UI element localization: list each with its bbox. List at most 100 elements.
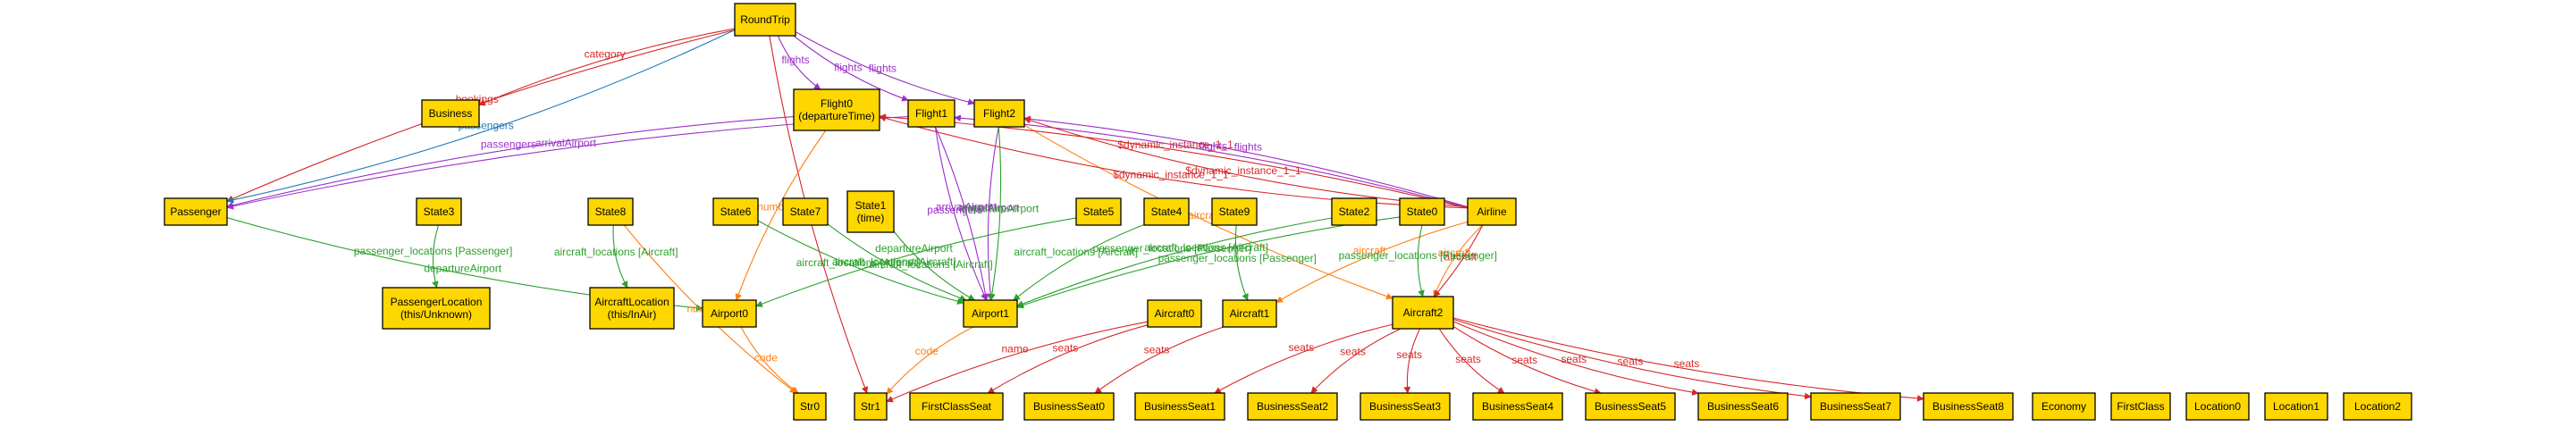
- node-label: State4: [1151, 205, 1183, 218]
- node-label: Airport0: [711, 307, 748, 320]
- node-aircraft2[interactable]: Aircraft2: [1392, 296, 1454, 330]
- node-passengerlocation[interactable]: PassengerLocation(this/Unknown): [382, 287, 491, 330]
- edge-roundtrip-to-flight2: [795, 31, 975, 105]
- node-location0[interactable]: Location0: [2185, 392, 2250, 421]
- node-box: [2264, 392, 2328, 421]
- node-box: [1392, 296, 1454, 330]
- node-str0[interactable]: Str0: [793, 392, 827, 421]
- node-roundtrip[interactable]: RoundTrip: [734, 3, 796, 37]
- node-location1[interactable]: Location1: [2264, 392, 2328, 421]
- node-state6[interactable]: State6: [712, 197, 759, 226]
- node-label: Airline: [1477, 205, 1507, 218]
- node-label: BusinessSeat5: [1595, 400, 1666, 413]
- node-label: State2: [1339, 205, 1370, 218]
- edge-aircraft1-to-businessseat0: [1094, 326, 1225, 394]
- edge-roundtrip-to-passenger: [226, 29, 736, 202]
- node-label: Str0: [800, 400, 820, 413]
- node-label: (departureTime): [798, 110, 875, 122]
- node-label: FirstClassSeat: [922, 400, 992, 413]
- node-state8[interactable]: State8: [587, 197, 634, 226]
- edge-flight1-to-airport1: [934, 126, 989, 301]
- edge-label-flights: flights: [834, 62, 862, 74]
- node-flight2[interactable]: Flight2: [973, 99, 1025, 128]
- node-str1[interactable]: Str1: [854, 392, 888, 421]
- node-box: [1075, 197, 1122, 226]
- node-box: [712, 197, 759, 226]
- node-label: Location2: [2354, 400, 2401, 413]
- node-flight0[interactable]: Flight0(departureTime): [793, 88, 880, 131]
- node-state5[interactable]: State5: [1075, 197, 1122, 226]
- node-airport0[interactable]: Airport0: [702, 299, 757, 328]
- node-label: AircraftLocation: [594, 296, 669, 308]
- edge-aircraft2-to-businessseat5: [1452, 325, 1602, 395]
- node-state0[interactable]: State0: [1399, 197, 1445, 226]
- node-airport1[interactable]: Airport1: [963, 299, 1018, 328]
- node-label: State9: [1219, 205, 1250, 218]
- node-businessseat2[interactable]: BusinessSeat2: [1247, 392, 1338, 421]
- edge-state2-to-airport1: [1016, 217, 1333, 307]
- node-aircraft1[interactable]: Aircraft1: [1222, 299, 1277, 328]
- node-label: (this/Unknown): [400, 308, 472, 321]
- node-business[interactable]: Business: [421, 99, 480, 128]
- node-box: [793, 392, 827, 421]
- node-location2[interactable]: Location2: [2343, 392, 2412, 421]
- edge-labels-layer: categorybookingspassengersflightsflights…: [354, 48, 1699, 370]
- edge-aircraft2-to-businessseat7: [1452, 318, 1812, 400]
- node-state3[interactable]: State3: [416, 197, 462, 226]
- node-businessseat8[interactable]: BusinessSeat8: [1923, 392, 2014, 421]
- node-flight1[interactable]: Flight1: [907, 99, 955, 128]
- node-label: PassengerLocation: [391, 296, 483, 308]
- edge-state4-to-airport1: [1013, 223, 1145, 301]
- node-firstclass[interactable]: FirstClass: [2110, 392, 2171, 421]
- node-box: [1810, 392, 1901, 421]
- node-businessseat3[interactable]: BusinessSeat3: [1360, 392, 1451, 421]
- edge-state6-to-airport1: [757, 220, 964, 305]
- edge-label-seats: seats: [1144, 343, 1170, 356]
- node-aircraft0[interactable]: Aircraft0: [1147, 299, 1202, 328]
- node-businessseat1[interactable]: BusinessSeat1: [1134, 392, 1225, 421]
- edge-label-departureairport: departureAirport: [875, 242, 953, 255]
- node-businessseat5[interactable]: BusinessSeat5: [1585, 392, 1676, 421]
- node-label: BusinessSeat1: [1144, 400, 1216, 413]
- node-label: (this/InAir): [608, 308, 657, 321]
- edge-airline-to-aircraft1: [1275, 221, 1469, 303]
- node-label: Passenger: [170, 205, 221, 218]
- edge-airline-to-flight2: [1023, 115, 1469, 208]
- edge-label-passenger-locations-passenger: passenger_locations [Passenger]: [1158, 252, 1317, 264]
- node-businessseat0[interactable]: BusinessSeat0: [1023, 392, 1115, 421]
- node-firstclassseat[interactable]: FirstClassSeat: [909, 392, 1004, 421]
- node-state4[interactable]: State4: [1143, 197, 1190, 226]
- node-businessseat7[interactable]: BusinessSeat7: [1810, 392, 1901, 421]
- node-label: FirstClass: [2117, 400, 2164, 413]
- edge-label-aircraft: aircraft: [1353, 245, 1386, 257]
- edge-aircraft2-to-businessseat4: [1438, 328, 1505, 394]
- node-label: State5: [1083, 205, 1115, 218]
- node-businessseat6[interactable]: BusinessSeat6: [1697, 392, 1789, 421]
- edge-state9-to-aircraft1: [1234, 224, 1249, 301]
- node-box: [1923, 392, 2014, 421]
- node-passenger[interactable]: Passenger: [164, 197, 228, 226]
- node-state9[interactable]: State9: [1211, 197, 1258, 226]
- edge-label-seats: seats: [1340, 345, 1366, 357]
- node-businessseat4[interactable]: BusinessSeat4: [1472, 392, 1563, 421]
- node-state2[interactable]: State2: [1331, 197, 1377, 226]
- edge-aircraft2-to-businessseat1: [1214, 323, 1393, 394]
- node-state1[interactable]: State1(time): [846, 190, 895, 233]
- node-label: State8: [595, 205, 627, 218]
- node-aircraftlocation[interactable]: AircraftLocation(this/InAir): [589, 287, 675, 330]
- node-economy[interactable]: Economy: [2032, 392, 2096, 421]
- edge-label-code: code: [754, 352, 778, 364]
- node-box: [793, 88, 880, 131]
- node-box: [416, 197, 462, 226]
- edge-label-seats: seats: [1511, 354, 1537, 366]
- node-box: [1222, 299, 1277, 328]
- node-airline[interactable]: Airline: [1467, 197, 1517, 226]
- node-box: [1147, 299, 1202, 328]
- node-label: State7: [790, 205, 821, 218]
- node-state7[interactable]: State7: [782, 197, 829, 226]
- edge-label-dynamic-instance-1-1: $dynamic_instance_1_1: [1113, 168, 1229, 180]
- edge-label-aircraft-locations-aircraft: aircraft_locations [Aircraft]: [796, 256, 921, 269]
- edge-label-flights: flights: [1200, 139, 1227, 152]
